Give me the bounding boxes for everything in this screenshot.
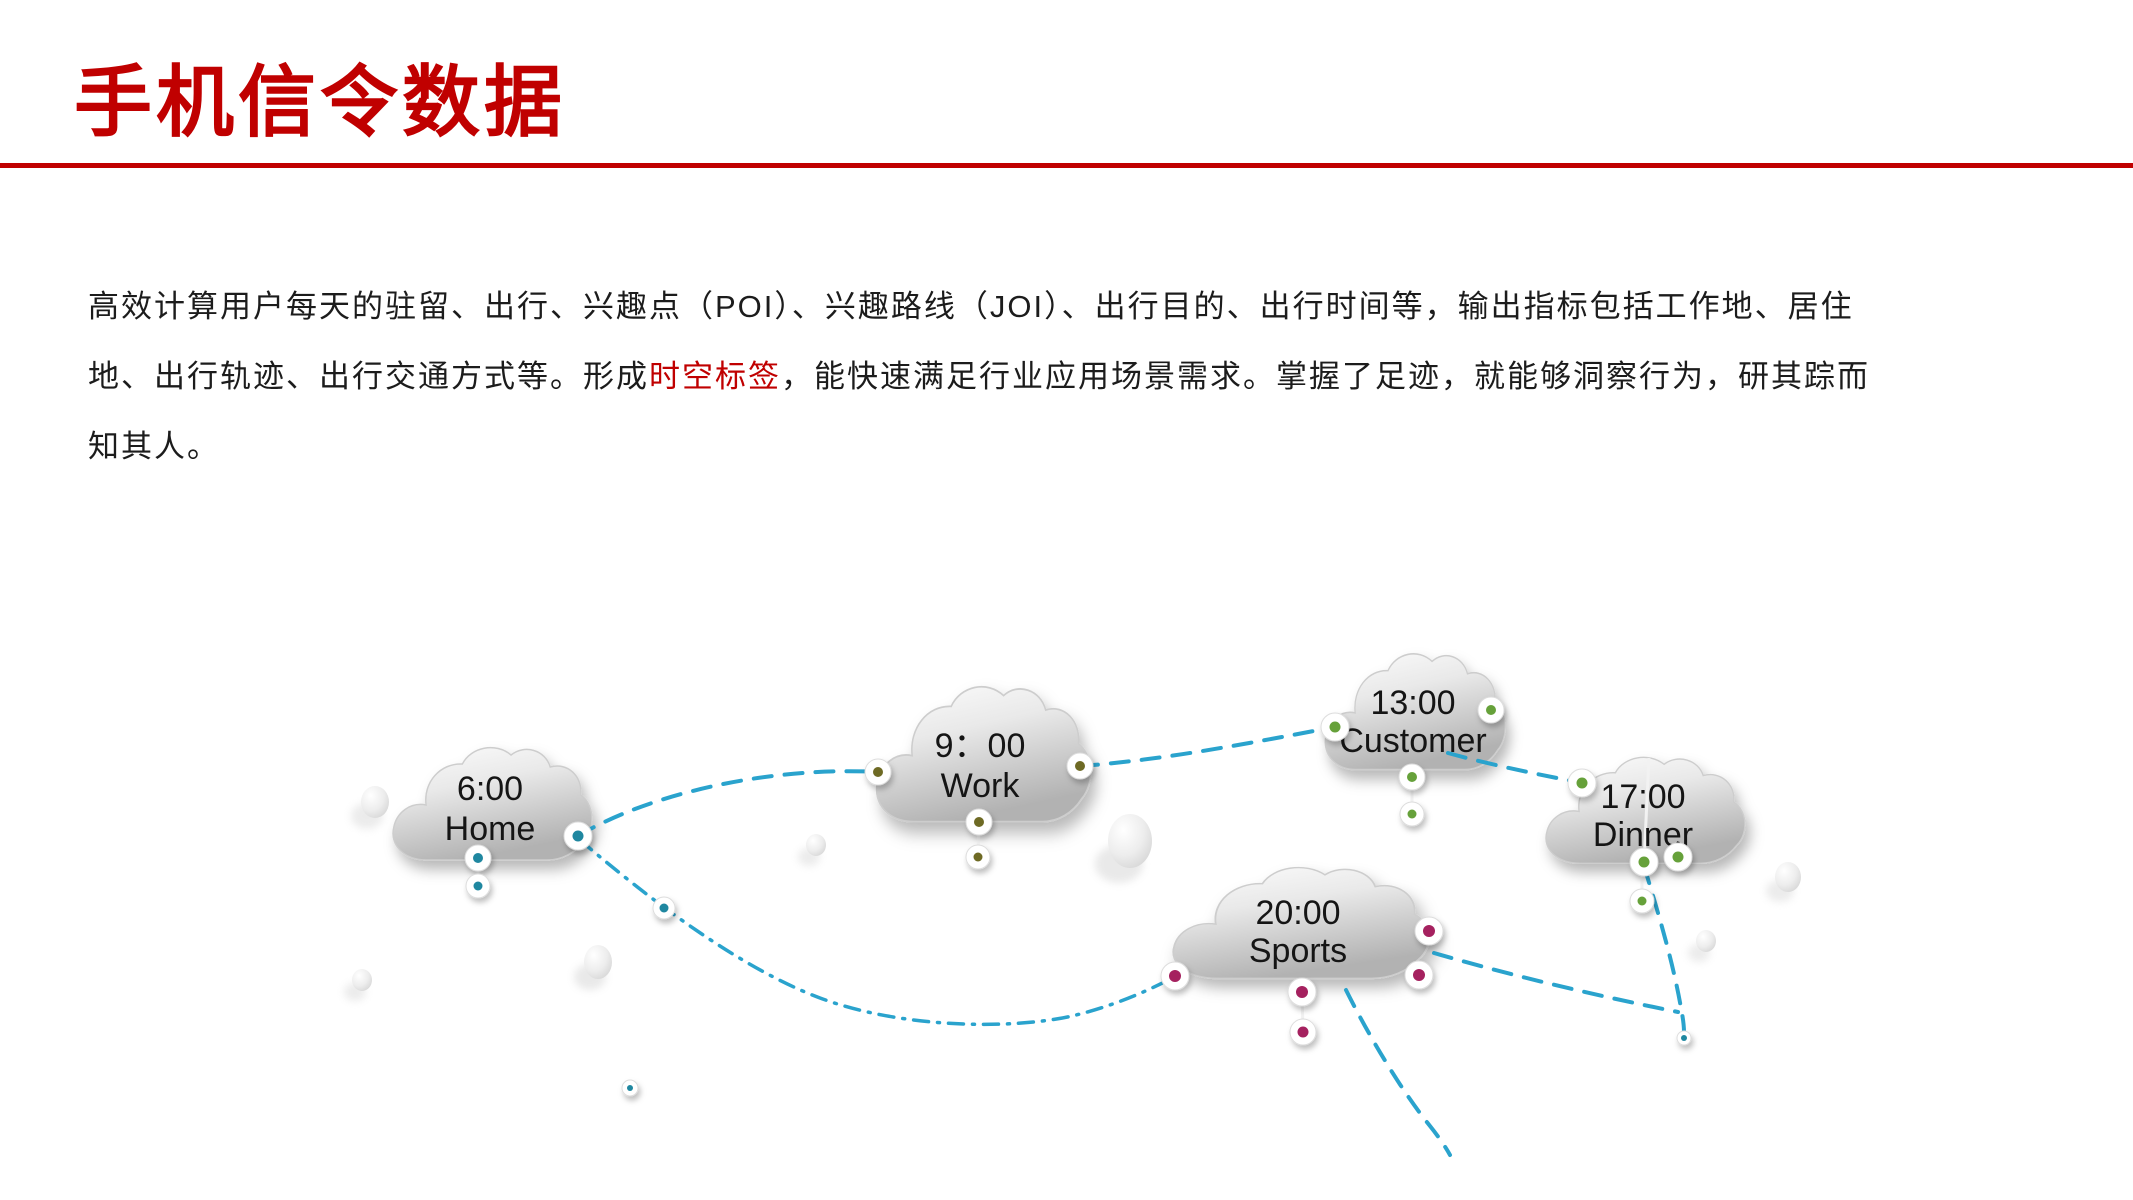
dot-core <box>1296 986 1308 998</box>
droplet <box>1108 814 1152 868</box>
dot-core <box>473 881 483 891</box>
dot-core <box>1637 896 1647 906</box>
connection-dot-dinner-topleft <box>1567 768 1597 798</box>
cloud-name-customer: Customer <box>1339 722 1486 760</box>
page-title: 手机信令数据 <box>74 58 567 146</box>
dot-core <box>1169 970 1181 982</box>
droplet <box>1696 930 1716 952</box>
droplet <box>1775 862 1801 892</box>
paragraph-part2: ，能快速满足行业应用场景需求。掌握了足迹，就能够洞察行为，研其踪而知其人。 <box>88 359 1870 464</box>
cloud-time-sports: 20:00 <box>1255 894 1340 932</box>
connection-dot-home-right <box>563 821 593 851</box>
connection-dot-customer-topright <box>1477 696 1505 724</box>
connection-dot-work-right <box>1066 752 1094 780</box>
connection-dot-sports-bottom <box>1287 977 1317 1007</box>
dot-core <box>1413 969 1425 981</box>
dot-core <box>473 853 483 863</box>
connection-dot-customer-hang <box>1399 801 1425 827</box>
dot-core <box>1486 705 1496 715</box>
connection-dot-work-hang <box>965 844 991 870</box>
route-work-customer <box>1078 725 1337 768</box>
dot-core <box>1423 925 1435 937</box>
connection-dot-home-bottom <box>464 844 492 872</box>
cloud-time-work: 9：00 <box>935 727 1026 765</box>
title-underline <box>0 163 2133 168</box>
connection-dot-sports-hang <box>1289 1018 1317 1046</box>
droplet <box>584 945 612 979</box>
dot-core <box>627 1085 633 1091</box>
cloud-time-dinner: 17:00 <box>1600 778 1685 816</box>
droplet <box>361 786 389 818</box>
connection-dot-work-left <box>864 758 892 786</box>
dot-core <box>1329 721 1341 733</box>
trajectory-lines <box>576 725 1686 1157</box>
cloud-time-customer: 13:00 <box>1370 684 1455 722</box>
description-paragraph: 高效计算用户每天的驻留、出行、兴趣点（POI）、兴趣路线（JOI）、出行目的、出… <box>88 272 1888 482</box>
highlight-text: 时空标签 <box>649 359 781 394</box>
dot-core <box>1576 777 1588 789</box>
background-droplets <box>344 786 1801 1001</box>
cloud-time-home: 6:00 <box>457 770 523 808</box>
dot-core <box>1681 1035 1687 1041</box>
connection-dot-dinner-inner <box>1629 847 1659 877</box>
connection-dot-waypoint <box>652 896 676 920</box>
cloud-name-work: Work <box>941 767 1021 805</box>
connection-dot-sports-topright <box>1414 916 1444 946</box>
dot-core <box>873 767 883 777</box>
connection-dot-dinner-right <box>1663 842 1693 872</box>
connection-dots <box>464 696 1693 1097</box>
droplet <box>352 969 372 991</box>
dot-core <box>973 852 983 862</box>
droplet <box>806 834 826 856</box>
dot-core <box>974 817 984 827</box>
route-sports-junction <box>1432 951 1680 1014</box>
dot-core <box>1407 809 1417 819</box>
connection-dot-dinner-hang <box>1629 888 1655 914</box>
connection-dot-customer-left <box>1320 712 1350 742</box>
cloud-name-home: Home <box>445 810 536 848</box>
connection-dot-stray <box>621 1079 639 1097</box>
connection-dot-sports-left <box>1160 961 1190 991</box>
route-sports-down <box>1344 988 1452 1157</box>
dot-core <box>1638 856 1650 868</box>
dot-core <box>1075 761 1085 771</box>
paragraph-part1: 高效计算用户每天的驻留、出行、兴趣点（POI）、兴趣路线（JOI）、出行目的、出… <box>88 289 1854 394</box>
dot-stem <box>1642 757 1651 863</box>
dot-core <box>1297 1026 1309 1038</box>
connection-dot-sports-right <box>1404 960 1434 990</box>
dot-core <box>572 830 584 842</box>
dot-core <box>659 903 669 913</box>
route-home-work <box>576 769 880 838</box>
cloud-name-sports: Sports <box>1249 932 1347 970</box>
connection-dot-work-bottom <box>965 808 993 836</box>
route-home-sports-dashdot <box>578 838 1174 1027</box>
connection-dot-customer-bottom <box>1398 763 1426 791</box>
dot-core <box>1672 851 1684 863</box>
cloud-labels: 6:00 Home 9：00 Work 13:00 Customer 17:00… <box>445 684 1693 970</box>
connection-dot-home-hang <box>465 873 491 899</box>
dot-core <box>1407 772 1417 782</box>
connection-dot-line-end <box>1676 1030 1692 1046</box>
